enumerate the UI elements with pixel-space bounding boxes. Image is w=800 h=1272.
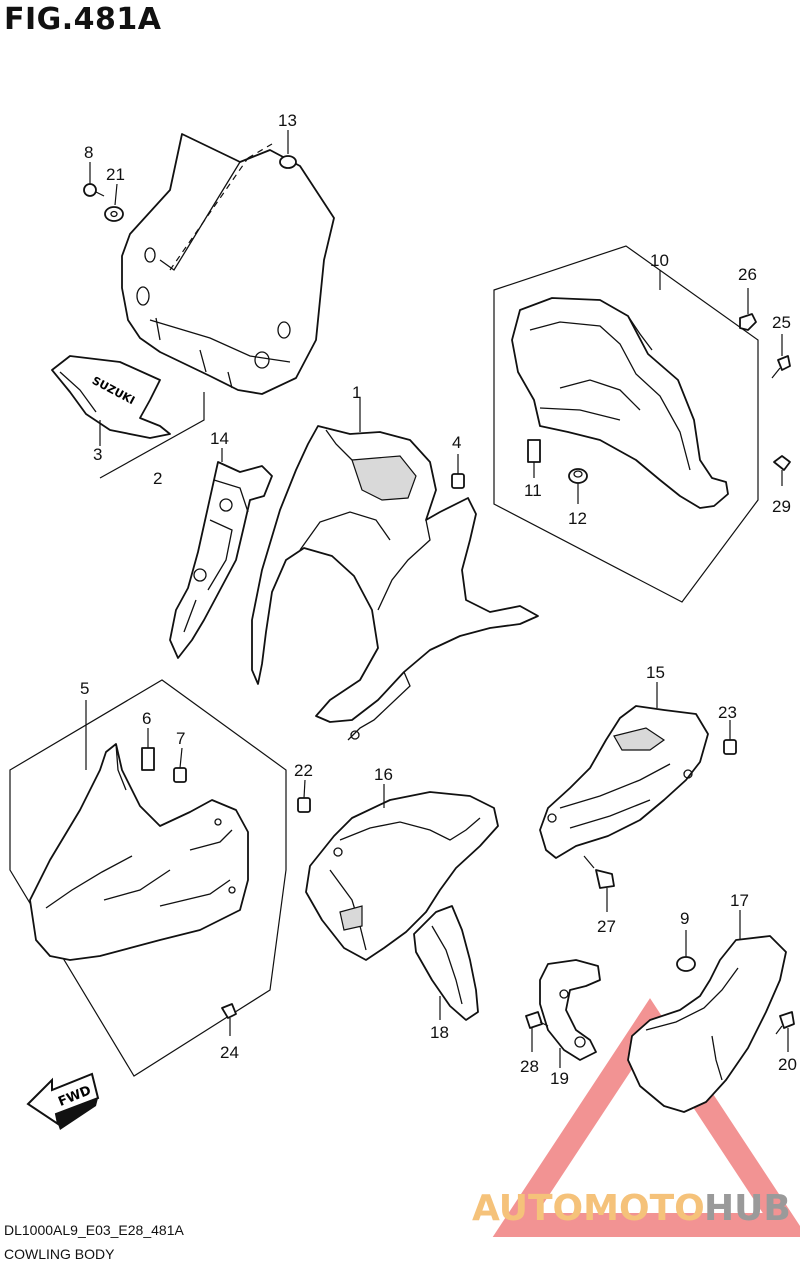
callout-28: 28 bbox=[520, 1057, 539, 1076]
logo-panel: SUZUKI bbox=[51, 355, 171, 439]
screw-27 bbox=[583, 855, 615, 912]
callout-18: 18 bbox=[430, 1023, 449, 1042]
grommet-9 bbox=[676, 930, 696, 972]
assembly-box-5 bbox=[9, 679, 287, 1077]
callout-27: 27 bbox=[597, 917, 616, 936]
nut-21 bbox=[104, 183, 124, 222]
callout-22: 22 bbox=[294, 761, 313, 780]
screw-26 bbox=[739, 288, 757, 331]
callout-29: 29 bbox=[772, 497, 791, 516]
callout-11: 11 bbox=[524, 481, 542, 500]
callout-1: 1 bbox=[352, 383, 361, 402]
callout-4: 4 bbox=[452, 433, 461, 452]
callout-16: 16 bbox=[374, 765, 393, 784]
clip-29 bbox=[773, 455, 791, 486]
watermark-text-1: AUTOMOTO bbox=[472, 1188, 705, 1229]
bolt-13 bbox=[279, 130, 297, 169]
diagram-code: DL1000AL9_E03_E28_481A bbox=[4, 1222, 184, 1238]
label-6 bbox=[141, 728, 155, 771]
callout-7: 7 bbox=[176, 729, 185, 748]
callout-20: 20 bbox=[778, 1055, 797, 1074]
clip-23 bbox=[723, 720, 737, 755]
callout-26: 26 bbox=[738, 265, 757, 284]
clip-22 bbox=[297, 779, 311, 813]
watermark-text-2: HUB bbox=[704, 1188, 791, 1229]
cowling-1 bbox=[251, 398, 539, 741]
callout-24: 24 bbox=[220, 1043, 239, 1062]
grommet-12 bbox=[568, 468, 588, 504]
callout-3: 3 bbox=[93, 445, 102, 464]
side-cover-16 bbox=[305, 784, 499, 961]
screw-24 bbox=[221, 1003, 237, 1036]
callout-19: 19 bbox=[550, 1069, 569, 1088]
windscreen-group bbox=[121, 133, 335, 395]
diagram-name: COWLING BODY bbox=[4, 1246, 115, 1262]
assembly-box-10 bbox=[493, 245, 759, 603]
callout-10: 10 bbox=[650, 251, 669, 270]
label-11 bbox=[527, 439, 541, 478]
callout-12: 12 bbox=[568, 509, 587, 528]
clip-7 bbox=[173, 747, 187, 783]
bracket-14 bbox=[169, 448, 273, 659]
watermark-triangle bbox=[492, 998, 800, 1237]
callout-9: 9 bbox=[680, 909, 689, 928]
clip-4 bbox=[451, 454, 465, 489]
cover-15 bbox=[539, 682, 709, 859]
callout-6: 6 bbox=[142, 709, 151, 728]
bolt-25 bbox=[771, 334, 791, 379]
screw-8 bbox=[83, 162, 105, 197]
callout-21: 21 bbox=[106, 165, 125, 184]
bolt-20 bbox=[775, 1011, 795, 1052]
fwd-arrow: FWD bbox=[26, 1072, 100, 1130]
callout-14: 14 bbox=[210, 429, 229, 448]
side-cover-17 bbox=[627, 910, 787, 1113]
figure-title: FIG.481A bbox=[4, 2, 162, 37]
callout-8: 8 bbox=[84, 143, 93, 162]
callout-13: 13 bbox=[278, 111, 297, 130]
screw-28 bbox=[525, 1011, 549, 1052]
callout-25: 25 bbox=[772, 313, 791, 332]
callout-23: 23 bbox=[718, 703, 737, 722]
callout-15: 15 bbox=[646, 663, 665, 682]
callout-17: 17 bbox=[730, 891, 749, 910]
bracket-18 bbox=[413, 905, 479, 1021]
callout-5: 5 bbox=[80, 679, 89, 698]
callout-2: 2 bbox=[153, 469, 162, 488]
bracket-19 bbox=[539, 959, 601, 1068]
